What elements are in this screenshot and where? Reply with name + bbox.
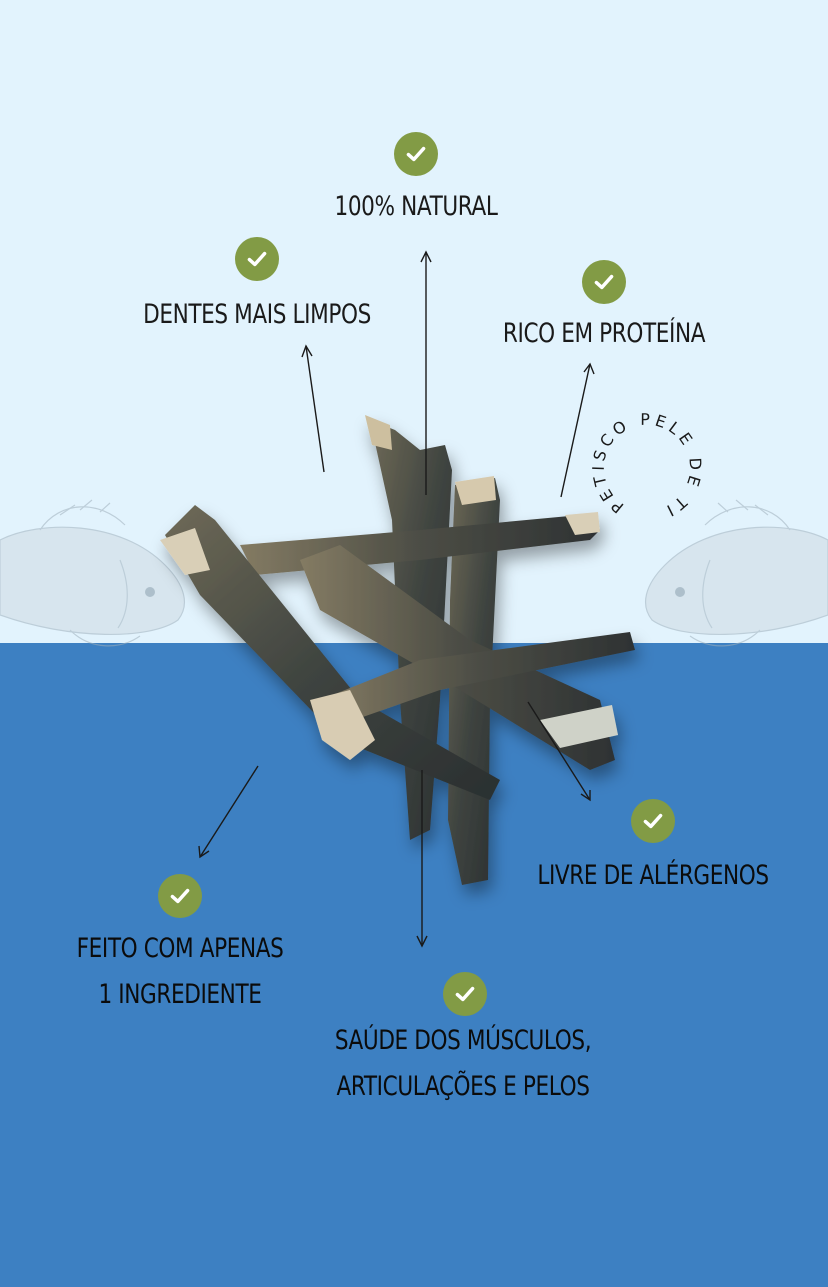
check-icon	[158, 874, 202, 918]
pointer-arrows	[198, 250, 595, 948]
benefit-muscles-joints-label: SAÚDE DOS MÚSCULOS, ARTICULAÇÕES E PELOS	[334, 1025, 592, 1102]
check-icon	[394, 132, 438, 176]
benefit-natural-label: 100% NATURAL	[334, 191, 498, 222]
check-icon	[443, 972, 487, 1016]
check-icon	[235, 237, 279, 281]
check-icon	[631, 799, 675, 843]
benefit-allergen-free-label: LIVRE DE ALÉRGENOS	[537, 860, 769, 891]
fish-left-icon	[0, 499, 186, 647]
tilapia-skin-treats	[160, 415, 635, 885]
benefit-cleaner-teeth-label: DENTES MAIS LIMPOS	[143, 299, 371, 330]
benefit-protein-label: RICO EM PROTEÍNA	[502, 318, 706, 349]
check-icon	[582, 260, 626, 304]
benefit-single-ingredient-label: FEITO COM APENAS 1 INGREDIENTE	[76, 933, 284, 1010]
fish-right-icon	[644, 499, 828, 647]
